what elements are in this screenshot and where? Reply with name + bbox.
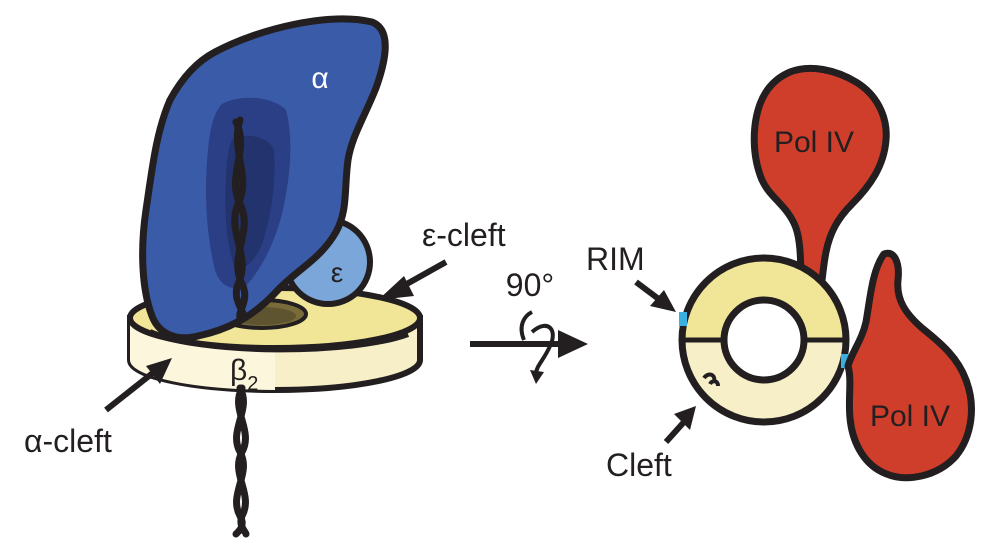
cleft-annotation: Cleft xyxy=(606,406,696,483)
epsilon-cleft-label: ε-cleft xyxy=(422,217,506,253)
beta-clamp-ring xyxy=(678,254,850,426)
cleft-label: Cleft xyxy=(606,447,672,483)
cleft-marker xyxy=(702,372,720,387)
alpha-cleft-label: α-cleft xyxy=(24,423,112,459)
alpha-label: α xyxy=(311,62,328,95)
rotation-label: 90° xyxy=(506,267,554,303)
rim-label: RIM xyxy=(586,241,645,277)
dna-upper xyxy=(231,116,249,322)
pol-iv-top-label: Pol IV xyxy=(774,126,854,159)
beta-label: β2 xyxy=(230,354,258,395)
left-complex: ε α β2 ε-cleft α-cleft xyxy=(24,15,506,538)
pol-iv-bottom-label: Pol IV xyxy=(870,400,950,433)
rim-marker-left xyxy=(679,312,687,326)
epsilon-label: ε xyxy=(331,257,343,288)
pol-iv-bottom: Pol IV xyxy=(844,249,975,482)
epsilon-cleft-annotation: ε-cleft xyxy=(378,217,506,300)
rotation-indicator: 90° xyxy=(470,267,588,384)
beta-subscript: 2 xyxy=(247,373,258,395)
dna-lower xyxy=(232,384,250,538)
beta-symbol: β xyxy=(230,354,247,387)
right-complex: Pol IV Pol IV RIM Cleft xyxy=(586,64,975,483)
rim-marker-right xyxy=(841,354,849,368)
rim-annotation: RIM xyxy=(586,241,676,312)
alpha-subunit: α xyxy=(139,15,389,342)
alpha-cleft-annotation: α-cleft xyxy=(24,358,172,459)
beta-clamp-front: β2 xyxy=(148,329,410,395)
